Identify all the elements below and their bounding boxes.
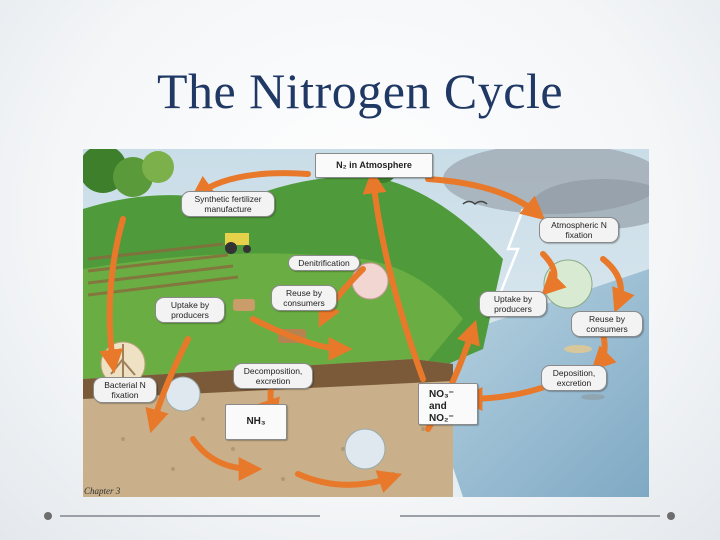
no3-formula: NO₃⁻ (429, 389, 454, 400)
label-uptake-producers-water: Uptake by producers (479, 291, 547, 317)
soil-texture (121, 417, 425, 481)
arrow-fixation-to-water (540, 251, 567, 296)
arrow-to-atmospheric-fixation (425, 176, 546, 221)
goat-icon (233, 299, 255, 311)
fish-icon (564, 345, 592, 353)
nitrogen-cycle-diagram: N₂ in Atmosphere Synthetic fertilizer ma… (83, 149, 649, 497)
arrow-bacterial-to-nh3 (190, 436, 263, 481)
chapter-caption: Chapter 3 (84, 486, 121, 496)
arrow-reuse-to-deposition (591, 331, 617, 371)
label-atmospheric-fixation: Atmospheric N fixation (539, 217, 619, 243)
label-n2-atmosphere: N₂ in Atmosphere (315, 153, 433, 178)
footer-bullet-right (667, 512, 675, 520)
tractor-wheel (243, 245, 251, 253)
tree (142, 151, 174, 183)
arrow-reuse-land (250, 316, 353, 361)
label-nh3: NH₃ (225, 404, 287, 440)
label-uptake-producers-land: Uptake by producers (155, 297, 225, 323)
tractor-wheel (225, 242, 237, 254)
label-bacterial-fixation: Bacterial N fixation (93, 377, 157, 403)
label-deposition-excretion: Deposition, excretion (541, 365, 607, 391)
storm-cloud (533, 179, 649, 229)
no2-formula: and NO₂⁻ (429, 401, 454, 424)
arrow-nitrate-to-atmosphere (362, 169, 426, 382)
arrow-uptake-land (145, 336, 191, 434)
footer-rule-right (400, 515, 660, 517)
arrow-to-reuse-water (600, 256, 635, 313)
nh3-formula: NH₃ (246, 416, 266, 427)
fish-icon (581, 394, 605, 400)
label-denitrification: Denitrification (288, 255, 360, 271)
slide-title: The Nitrogen Cycle (156, 63, 564, 119)
footer-bullet-left (44, 512, 52, 520)
label-decomposition-excretion: Decomposition, excretion (233, 363, 313, 389)
diagram-illustration (83, 149, 649, 497)
arrow-denitrification (318, 266, 366, 328)
label-no3-no2: NO₃⁻ and NO₂⁻ (418, 383, 478, 425)
arrow-nh3-to-nitrate (295, 470, 403, 493)
label-synthetic-fertilizer: Synthetic fertilizer manufacture (181, 191, 275, 217)
footer-rule-left (60, 515, 320, 517)
label-reuse-consumers-land: Reuse by consumers (271, 285, 337, 311)
arrow-to-fertilizer (190, 170, 311, 200)
bird-icon (462, 200, 488, 205)
lightning-icon (496, 208, 525, 300)
label-reuse-consumers-water: Reuse by consumers (571, 311, 643, 337)
bacteria-bubble (344, 428, 386, 470)
arrow-fertilizer-to-soil (99, 216, 126, 374)
